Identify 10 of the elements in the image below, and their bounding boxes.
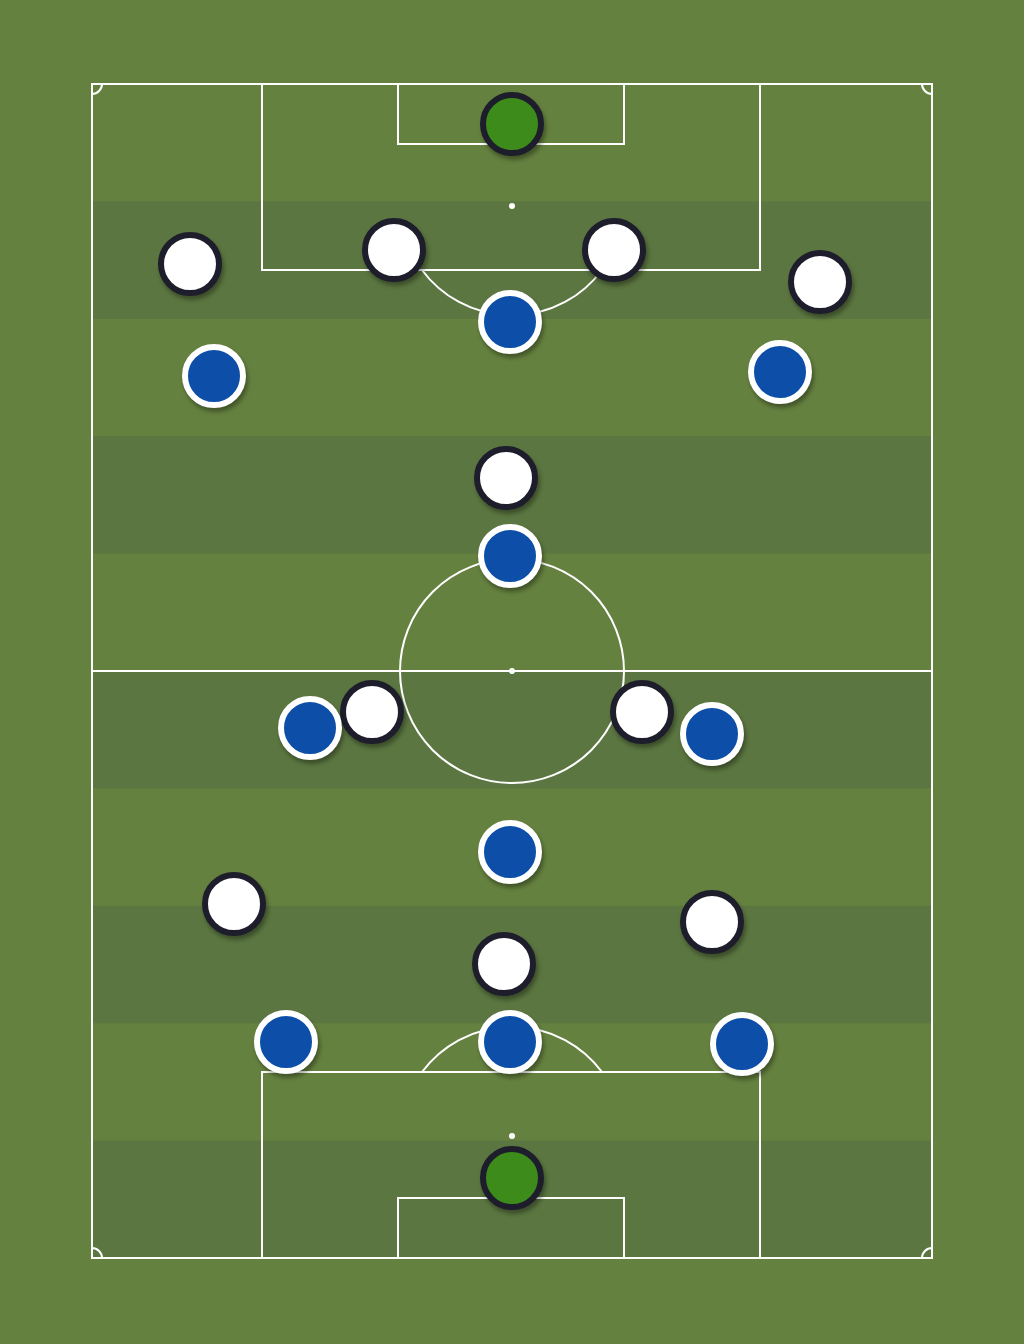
player-marker xyxy=(710,1012,774,1076)
player-marker xyxy=(478,820,542,884)
player-marker xyxy=(680,890,744,954)
player-marker xyxy=(182,344,246,408)
player-marker xyxy=(478,290,542,354)
player-marker xyxy=(202,872,266,936)
player-marker xyxy=(478,524,542,588)
player-marker xyxy=(254,1010,318,1074)
player-marker xyxy=(748,340,812,404)
player-marker xyxy=(480,92,544,156)
